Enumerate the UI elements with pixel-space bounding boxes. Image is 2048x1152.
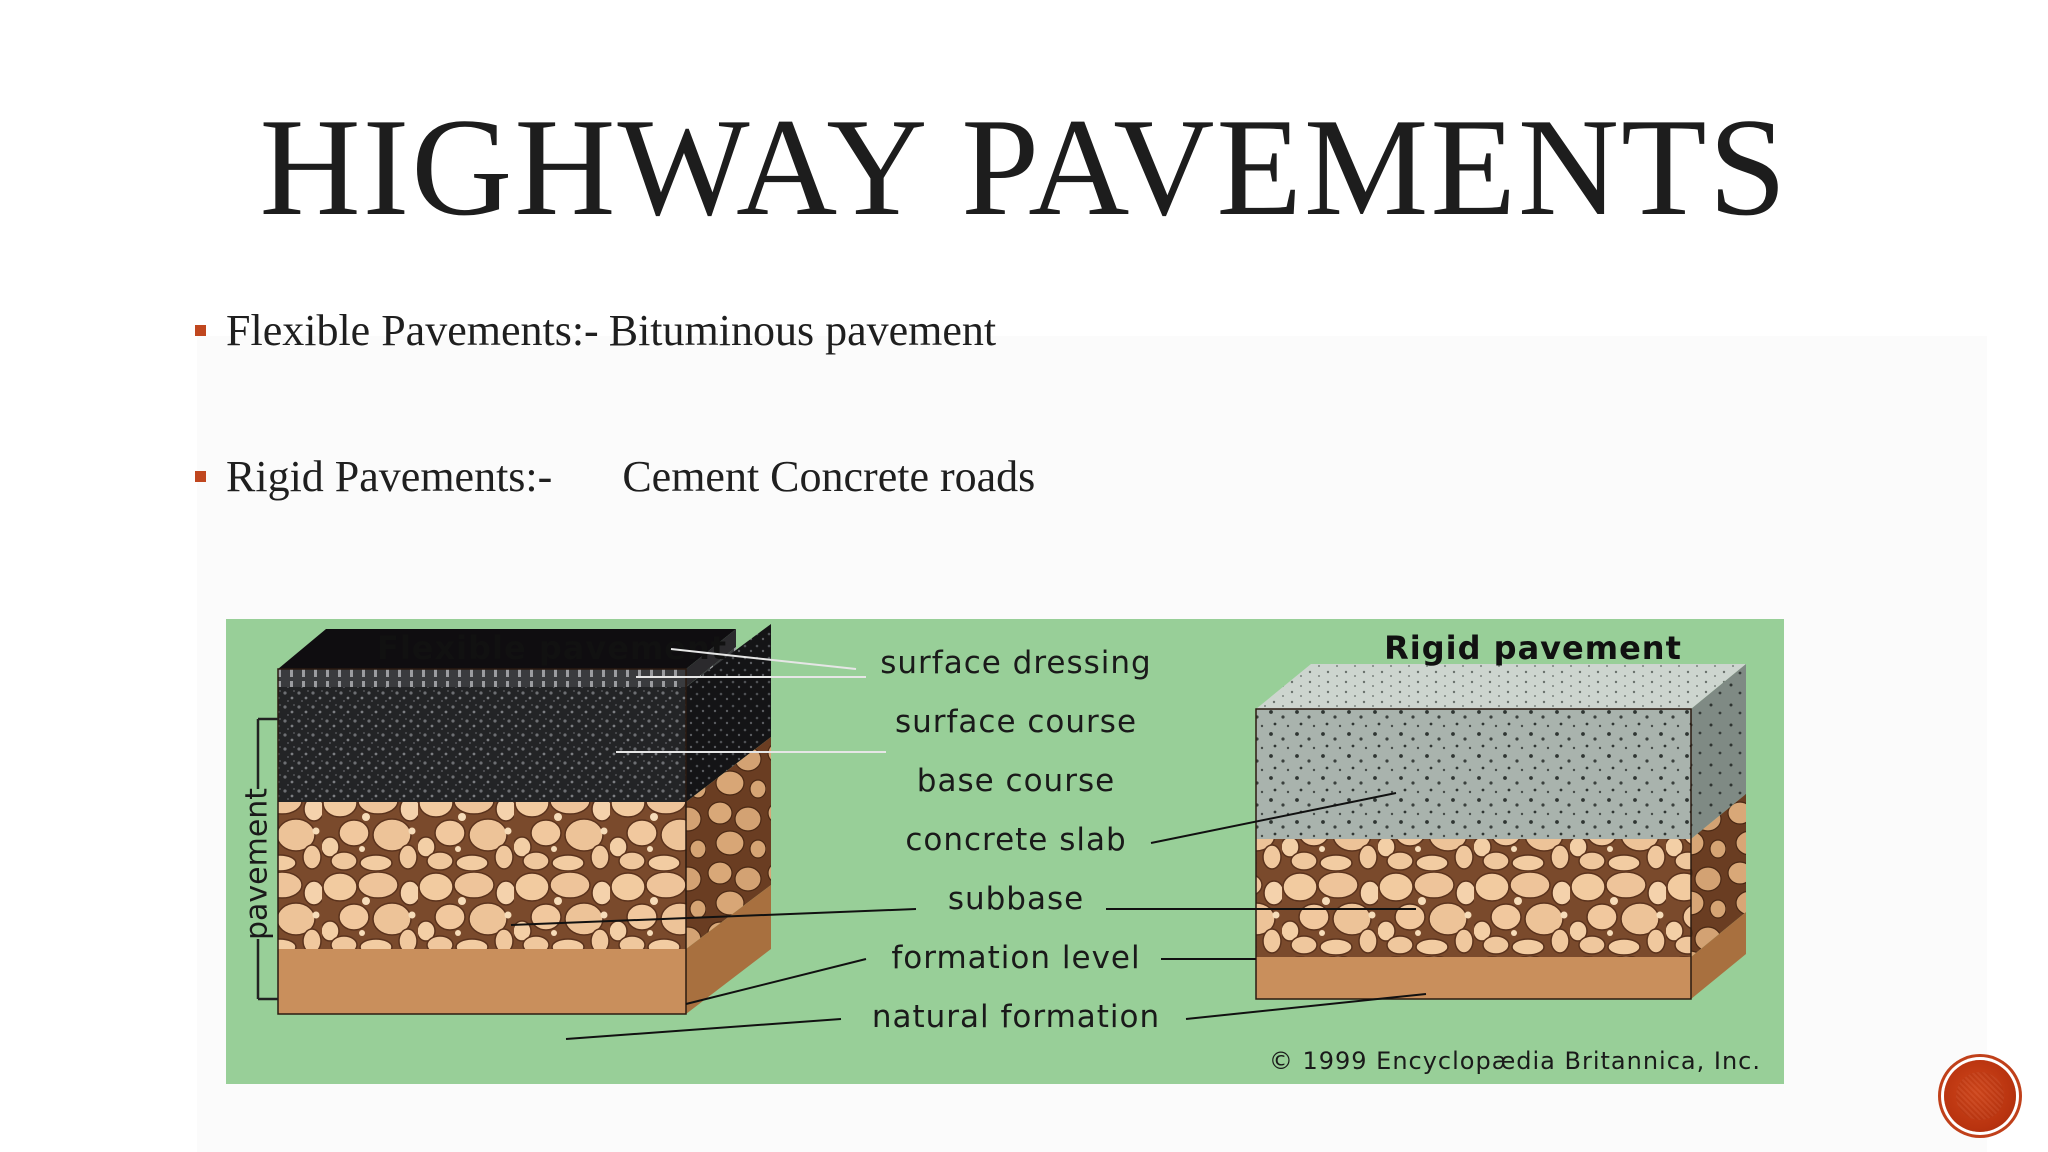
rigid-pavement-title: Rigid pavement — [1384, 629, 1682, 667]
label-surface-course: surface course — [895, 704, 1137, 740]
slide-title: HIGHWAY PAVEMENTS — [259, 90, 1789, 245]
rigid-subbase — [1256, 839, 1691, 957]
flexible-pavement-title: Flexible pavement — [377, 629, 727, 667]
label-formation-level: formation level — [891, 940, 1140, 976]
bullet-marker-icon — [195, 470, 206, 482]
bullet-term: Flexible Pavements:- — [226, 305, 599, 355]
flexible-natural-formation — [278, 949, 686, 1014]
pavement-diagram-svg: pavement Flexible pavement Rigid pavemen… — [226, 619, 1784, 1084]
flexible-pavement-block — [277, 624, 771, 1015]
rigid-pavement-block — [1255, 664, 1746, 1000]
pavement-bracket-label: pavement — [240, 788, 275, 940]
leader-lines — [510, 648, 1427, 1040]
bullet-item-rigid: Rigid Pavements:- Cement Concrete roads — [195, 446, 1035, 506]
label-natural-formation: natural formation — [872, 999, 1160, 1035]
bullet-item-flexible: Flexible Pavements:-Bituminous pavement — [195, 300, 1035, 360]
bullet-definition: Cement Concrete roads — [622, 451, 1036, 501]
flexible-base-course — [278, 687, 686, 802]
label-surface-dressing: surface dressing — [880, 645, 1151, 681]
rigid-natural-formation — [1256, 957, 1691, 999]
copyright-credit: © 1999 Encyclopædia Britannica, Inc. — [1269, 1047, 1761, 1075]
bullet-term: Rigid Pavements:- — [226, 451, 553, 501]
bullet-list: Flexible Pavements:-Bituminous pavement … — [195, 300, 1035, 592]
rigid-concrete-slab — [1256, 709, 1691, 839]
flexible-surface-course — [278, 669, 686, 687]
bullet-marker-icon — [195, 324, 206, 336]
label-subbase: subbase — [948, 881, 1084, 917]
rigid-top-surface — [1256, 664, 1746, 709]
flexible-subbase — [278, 802, 686, 949]
pavement-bracket: pavement — [240, 717, 278, 1001]
label-concrete-slab: concrete slab — [905, 822, 1126, 858]
flexible-top-surface — [278, 629, 736, 669]
pavement-diagram: pavement Flexible pavement Rigid pavemen… — [226, 619, 1784, 1084]
label-base-course: base course — [917, 763, 1115, 799]
bullet-definition: Bituminous pavement — [608, 305, 997, 355]
circle-icon[interactable] — [1944, 1060, 2016, 1132]
